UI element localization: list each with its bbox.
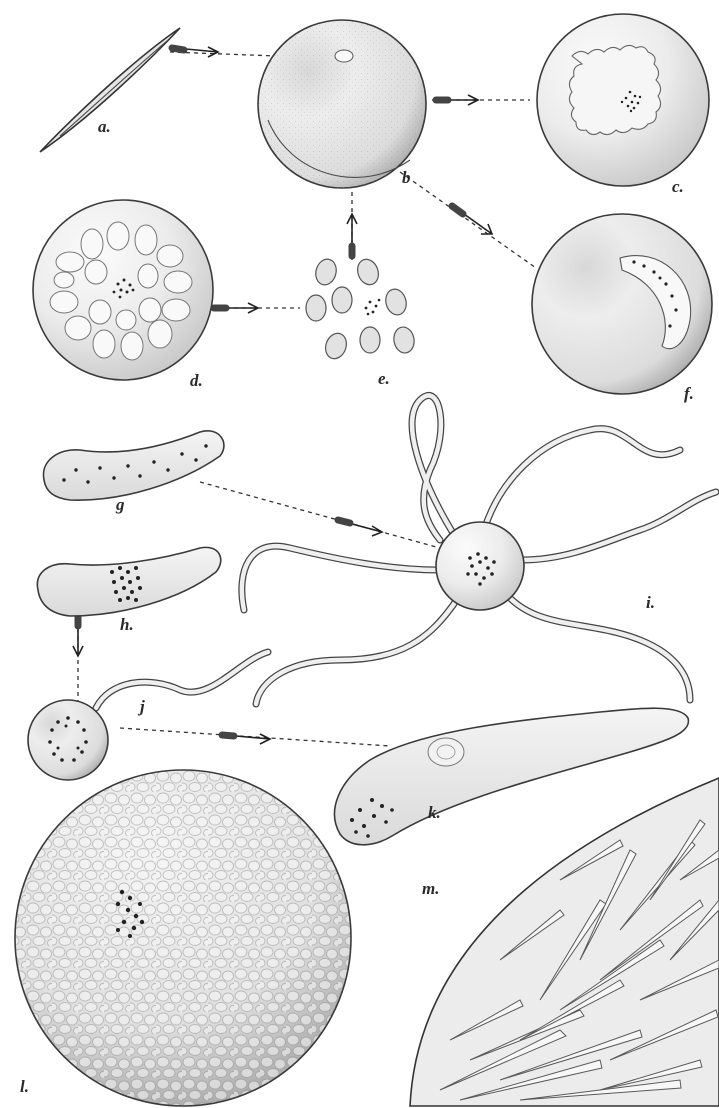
connector-e-b	[347, 190, 357, 260]
sphere-d	[33, 200, 213, 380]
label-a: a.	[98, 117, 111, 136]
label-h: h.	[120, 615, 134, 634]
sphere-f	[532, 214, 712, 394]
connector-h-j	[73, 612, 83, 706]
curved-cell-g	[43, 431, 223, 500]
connector-d-e	[210, 303, 300, 313]
label-k: k.	[428, 803, 441, 822]
connector-b-f	[400, 172, 536, 268]
label-e: e.	[378, 369, 390, 388]
sphere-b	[258, 20, 426, 188]
flagellated-cell-j	[28, 652, 268, 780]
sphere-c	[537, 14, 709, 186]
label-g: g	[115, 495, 125, 514]
connector-g-i	[200, 482, 440, 548]
label-i: i.	[646, 593, 655, 612]
label-f: f.	[684, 384, 694, 403]
curved-cell-h	[37, 547, 220, 616]
label-j: j	[137, 697, 145, 716]
connector-j-k	[120, 728, 390, 746]
foamy-sphere-l	[10, 768, 360, 1108]
nucleus-dots-e	[365, 299, 381, 316]
spores-e	[306, 256, 416, 361]
connector-b-c	[432, 95, 530, 105]
label-d: d.	[190, 371, 203, 390]
flagellated-cell-i	[242, 395, 716, 704]
label-c: c.	[672, 177, 684, 196]
crystal-quadrant-m	[410, 778, 719, 1106]
label-m: m.	[422, 879, 439, 898]
label-b: b	[402, 168, 411, 187]
label-l: l.	[20, 1077, 29, 1096]
